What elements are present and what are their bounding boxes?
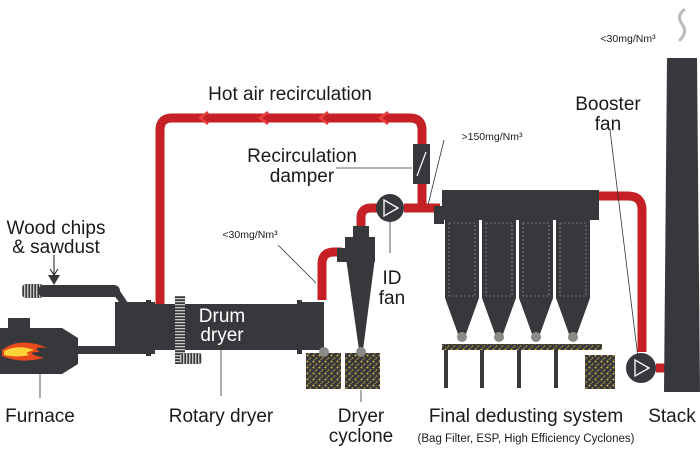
dryer-emission-label: <30mg/Nm³	[222, 229, 278, 241]
id-fan-label-line1: ID	[383, 268, 402, 289]
final-dedusting-system	[434, 190, 615, 389]
inlet-emission-label: >150mg/Nm³	[462, 131, 523, 143]
dust-bin	[306, 347, 341, 389]
hot-air-recirculation-pipe	[155, 111, 427, 305]
filter-unit	[519, 220, 553, 342]
id-fan-label-line2: fan	[379, 288, 405, 309]
rotary-dryer-label: Rotary dryer	[169, 406, 274, 427]
wood-chips-label-line1: Wood chips	[7, 218, 106, 239]
recirculation-damper-label-line2: damper	[270, 166, 335, 187]
wood-chips-label-line2: & sawdust	[12, 237, 100, 258]
flame-icon	[2, 342, 48, 361]
drum-dryer-label-line2: dryer	[200, 325, 244, 346]
dryer-cyclone-label-line2: cyclone	[329, 426, 393, 447]
hot-air-recirculation-label: Hot air recirculation	[208, 84, 372, 105]
flow-arrow	[377, 111, 389, 125]
leader-lines	[39, 129, 639, 402]
filter-unit	[482, 220, 516, 342]
smoke-icon	[677, 8, 687, 42]
flow-arrows	[197, 111, 389, 125]
stack	[664, 8, 700, 392]
wood-chips-feeder	[22, 255, 130, 306]
booster-fan	[626, 353, 656, 383]
booster-fan-label-line2: fan	[595, 114, 621, 135]
dedusting-outlet-pipe	[598, 191, 647, 352]
final-dedusting-label: Final dedusting system	[429, 406, 623, 427]
dryer-outlet-pipe	[317, 247, 342, 300]
flow-arrow	[197, 111, 209, 125]
furnace	[0, 318, 148, 374]
dryer-cyclone	[337, 226, 375, 350]
booster-fan-label-line1: Booster	[575, 94, 641, 115]
recirculation-damper-label-line1: Recirculation	[247, 146, 357, 167]
filter-unit	[556, 220, 590, 342]
drum-dryer-label-line1: Drum	[199, 306, 245, 327]
filter-unit	[445, 220, 479, 342]
stack-label: Stack	[648, 406, 696, 427]
stack-emission-label: <30mg/Nm³	[600, 33, 656, 45]
dryer-cyclone-label-line1: Dryer	[338, 406, 385, 427]
id-fan	[376, 194, 404, 222]
final-dedusting-sublabel: (Bag Filter, ESP, High Efficiency Cyclon…	[418, 433, 635, 445]
flow-arrow	[317, 111, 329, 125]
dust-bin	[345, 347, 380, 389]
cyclone-outlet-pipe	[356, 203, 378, 230]
recirculation-damper	[413, 144, 430, 184]
furnace-label: Furnace	[5, 406, 75, 427]
rotary-dryer	[115, 296, 324, 364]
flow-arrow	[257, 111, 269, 125]
